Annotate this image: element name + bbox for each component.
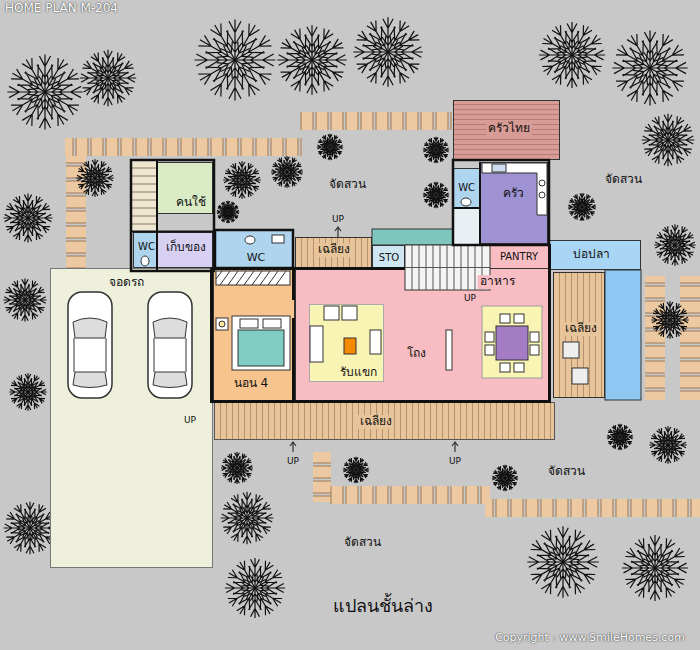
plan-title: HOME PLAN M-204 [3,2,120,16]
room-name: เฉลียง [563,322,599,336]
up-label: UP [285,456,301,466]
area-label: อาหาร [478,275,517,289]
copyright-note: Copyright : www.SmileHomes.com [493,632,687,645]
up-label: UP [447,456,463,466]
room-name: นอน 4 [232,377,270,391]
room-name: จอดรถ [107,276,146,290]
room-name: เฉลียง [316,243,352,257]
deck: เฉลียง [214,402,555,440]
maid-room: คนใช้ [157,162,213,214]
room-name: โถง [405,347,428,361]
fish-pond: บ่อปลา [549,240,641,270]
store-room: STO [372,245,405,269]
terrace: เฉลียง [295,237,372,268]
garden-trees [3,17,695,618]
area-label: PANTRY [498,251,540,263]
room-name: บ่อปลา [571,248,612,262]
room-name: ครัวไทย [486,122,532,136]
car-symbol [68,292,192,398]
garden-label: จัดสวน [546,465,587,479]
room-name: STO [377,252,401,264]
up-label: UP [182,415,198,425]
living-furniture [310,306,452,370]
up-label: UP [462,293,478,303]
room-name: คนใช้ [174,196,208,210]
plan-caption: แปลนชั้นล่าง [331,596,435,617]
dining-furniture [482,306,542,378]
thai-kitchen-room: ครัวไทย [453,100,560,160]
up-label: UP [330,214,346,224]
room-name: WC [245,252,268,265]
room-name: ครัว [501,187,526,201]
bedroom-furniture [216,271,290,370]
storage-room: เก็บของ [157,232,213,268]
room-name: รับแขก [338,366,379,380]
room-name: WC [136,241,157,253]
garden-label: จัดสวน [342,536,383,550]
kitchen-counter [482,163,547,215]
garden-label: จัดสวน [327,178,368,192]
walls [131,160,550,402]
terrace-chairs [563,342,588,384]
room-name: WC [456,182,477,194]
garden-label: จัดสวน [603,173,644,187]
room-name: เฉลียง [358,415,394,429]
room-name: เก็บของ [164,241,208,255]
